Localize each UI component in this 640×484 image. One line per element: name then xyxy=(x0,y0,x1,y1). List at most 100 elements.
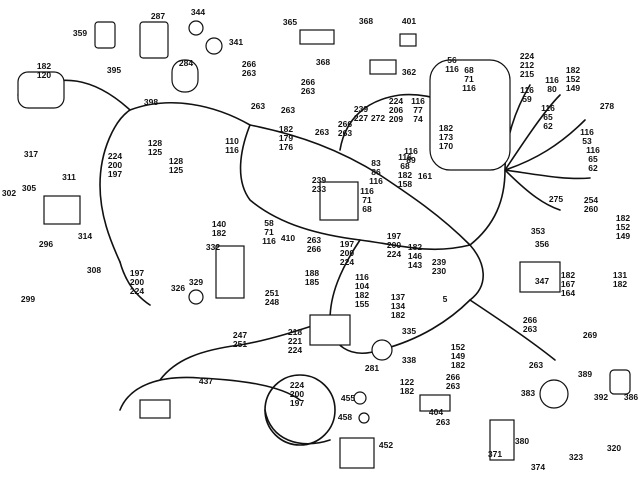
harness-trunk-center xyxy=(239,124,471,251)
part-label: 263 xyxy=(436,418,450,427)
part-number: 188 xyxy=(304,268,320,278)
part-label: 365 xyxy=(283,18,297,27)
part-number: 212 xyxy=(519,60,535,70)
part-number: 317 xyxy=(23,149,39,159)
part-number: 158 xyxy=(397,179,413,189)
part-number: 247 xyxy=(232,330,248,340)
part-number: 182 xyxy=(560,270,576,280)
part-452-relay xyxy=(339,437,375,469)
part-number: 116 xyxy=(360,186,374,196)
part-458-washer xyxy=(358,412,370,424)
part-label: 302 xyxy=(2,189,16,198)
part-label: 320 xyxy=(607,444,621,453)
part-label: 296 xyxy=(39,240,53,249)
part-label: 380 xyxy=(515,437,529,446)
part-number: 281 xyxy=(364,363,380,373)
part-number: 356 xyxy=(534,239,550,249)
part-number: 197 xyxy=(107,169,123,179)
part-label: 356 xyxy=(535,240,549,249)
part-number: 197 xyxy=(339,239,355,249)
part-number: 332 xyxy=(205,242,221,252)
part-number: 116 xyxy=(369,176,383,186)
instrument-panel-outline xyxy=(429,59,511,171)
part-number: 389 xyxy=(577,369,593,379)
part-number: 173 xyxy=(438,132,454,142)
part-number: 323 xyxy=(568,452,584,462)
part-number: 164 xyxy=(560,288,576,298)
part-number: 368 xyxy=(358,16,374,26)
harness-loop-437 xyxy=(119,376,301,411)
part-number: 266 xyxy=(300,77,316,87)
part-number: 263 xyxy=(314,127,330,137)
part-338-ring xyxy=(371,339,393,361)
part-label: 308 xyxy=(87,266,101,275)
part-number: 368 xyxy=(315,57,331,67)
part-number: 263 xyxy=(300,86,316,96)
part-number: 200 xyxy=(339,248,355,258)
part-label: 335 xyxy=(402,327,416,336)
part-number: 116 xyxy=(580,127,594,137)
harness-fan-right xyxy=(504,94,591,211)
part-number: 120 xyxy=(36,70,52,80)
part-label: 263 xyxy=(251,102,265,111)
part-344-grommet xyxy=(188,20,204,36)
part-label: 392 xyxy=(594,393,608,402)
part-218-connector xyxy=(309,314,351,346)
part-number: 206 xyxy=(388,105,404,115)
part-number: 404 xyxy=(428,407,444,417)
part-number: 71 xyxy=(362,195,372,205)
part-label: 278 xyxy=(600,102,614,111)
part-number: 296 xyxy=(38,239,54,249)
part-number: 254 xyxy=(583,195,599,205)
part-number: 161 xyxy=(417,171,433,181)
part-number: 116 xyxy=(411,96,425,106)
harness-branch-right-low xyxy=(469,299,556,361)
part-number: 170 xyxy=(438,141,454,151)
part-number: 278 xyxy=(599,101,615,111)
part-386-switch xyxy=(609,369,631,395)
part-number: 341 xyxy=(228,37,244,47)
part-label: 368 xyxy=(316,58,330,67)
part-number: 335 xyxy=(401,326,417,336)
part-number: 224 xyxy=(339,257,355,267)
part-number: 329 xyxy=(188,277,204,287)
part-number: 251 xyxy=(232,339,248,349)
part-number: 197 xyxy=(129,268,145,278)
harness-branch-left-down xyxy=(119,261,151,306)
part-number: 266 xyxy=(445,372,461,382)
part-number: 182 xyxy=(390,310,406,320)
part-287-relay xyxy=(139,21,169,59)
part-number: 77 xyxy=(413,105,423,115)
part-number: 248 xyxy=(264,297,280,307)
part-number: 392 xyxy=(593,392,609,402)
part-label: 329 xyxy=(189,278,203,287)
part-284-connector xyxy=(171,59,199,93)
part-number: 209 xyxy=(388,114,404,124)
part-label: 332 xyxy=(206,243,220,252)
part-number: 239 xyxy=(431,257,447,267)
part-number: 71 xyxy=(264,227,274,237)
part-label: 272 xyxy=(371,114,385,123)
part-number: 59 xyxy=(522,94,532,104)
part-number: 239 xyxy=(353,104,369,114)
part-number: 251 xyxy=(264,288,280,298)
part-number: 131 xyxy=(612,270,628,280)
